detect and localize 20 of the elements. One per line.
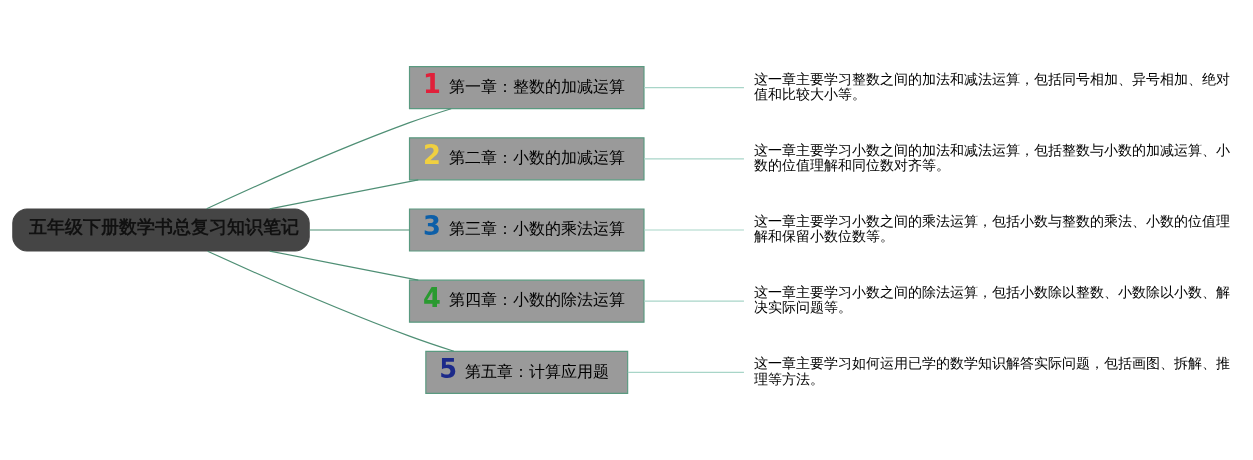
node-box: 3 第三章：小数的乘法运算 — [408, 208, 645, 252]
connector — [643, 229, 745, 231]
connector — [643, 87, 745, 89]
connector — [269, 179, 419, 210]
node-box: 5 第五章：计算应用题 — [425, 350, 629, 394]
node-box: 1 第一章：整数的加减运算 — [408, 66, 645, 110]
connector — [627, 371, 745, 373]
connector — [643, 158, 745, 160]
node-text: 这一章主要学习小数之间的除法运算，包括小数除以整数、小数除以小数、解决实际问题等。 — [753, 284, 1230, 316]
node-text: 这一章主要学习整数之间的加法和减法运算，包括同号相加、异号相加、绝对值和比较大小等。 — [753, 70, 1230, 102]
connector — [643, 300, 745, 302]
connector — [269, 250, 419, 281]
node-text: 这一章主要学习小数之间的加法和减法运算，包括整数与小数的加减运算、小数的位值理解和同位数对齐等。 — [753, 141, 1230, 174]
connector — [207, 250, 455, 352]
node-box: 2 第二章：小数的加减运算 — [408, 137, 645, 181]
connector — [206, 108, 452, 210]
node-box: 4 第四章：小数的除法运算 — [408, 279, 645, 323]
connector — [308, 229, 410, 231]
node-text: 这一章主要学习如何运用已学的数学知识解答实际问题，包括画图、拆解、推理等方法。 — [753, 355, 1230, 387]
node-text: 这一章主要学习小数之间的乘法运算，包括小数与整数的乘法、小数的位值理解和保留小数位数等。 — [753, 213, 1230, 245]
